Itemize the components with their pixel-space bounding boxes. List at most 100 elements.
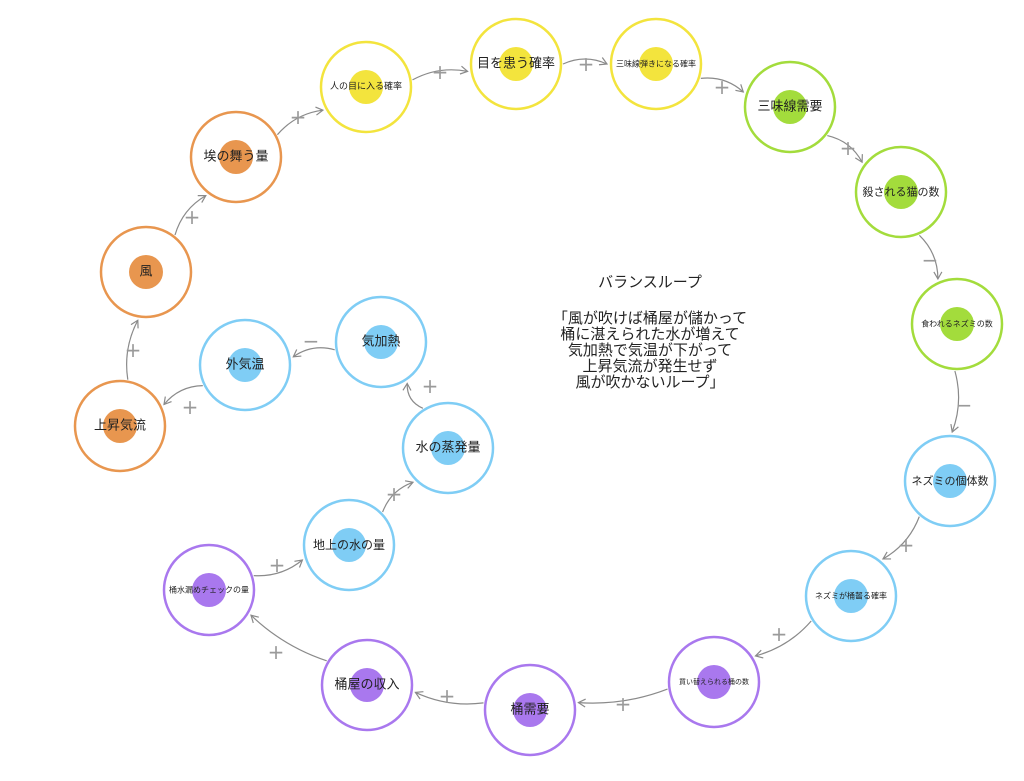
edge-sign: + — [578, 52, 595, 76]
edge-mice-eaten-to-mice-count — [950, 370, 960, 434]
node-label: 目を患う確率 — [477, 56, 555, 72]
node-mice-eaten[interactable]: 食われるネズミの数 — [910, 277, 1004, 371]
node-barrels-replaced[interactable]: 買い替えられる桶の数 — [667, 635, 761, 729]
node-cats-killed[interactable]: 殺される猫の数 — [854, 145, 948, 239]
node-label: 地上の水の量 — [313, 538, 385, 552]
edge-cats-killed-to-mice-eaten — [918, 234, 943, 281]
edge-shamisen-demand-to-cats-killed — [827, 135, 863, 164]
edge-sign: + — [269, 553, 286, 577]
edge-sign: + — [432, 60, 449, 84]
edge-wind-to-dust — [174, 194, 207, 236]
node-label: ネズミの個体数 — [912, 474, 989, 488]
node-label: 水の蒸発量 — [415, 441, 480, 456]
node-label: 風 — [139, 265, 152, 280]
node-core — [103, 409, 137, 443]
node-label: 桶水漏めチェックの量 — [169, 585, 249, 595]
node-barrel-demand[interactable]: 桶需要 — [483, 663, 577, 757]
loop-description: バランスループ 「風が吹けば桶屋が儲かって 桶に湛えられた水が増えて 気加熱で気… — [530, 274, 770, 390]
loop-body: 「風が吹けば桶屋が儲かって 桶に湛えられた水が増えて 気加熱で気温が下がって 上… — [552, 309, 748, 391]
nodes-layer: 風 埃の舞う量 人の目に入る確率 目を患う確率 三味線弾きになる確率 三味線需要殺される猫… — [73, 17, 1004, 757]
edge-shamisen-player-to-shamisen-demand — [700, 77, 745, 93]
node-core — [940, 307, 974, 341]
edge-sign: + — [182, 395, 199, 419]
node-core — [513, 693, 547, 727]
node-core — [350, 668, 384, 702]
edge-sign: − — [303, 329, 320, 353]
node-core — [332, 528, 366, 562]
edge-mice-gnaw-to-barrels-replaced — [754, 620, 812, 659]
edge-ground-water-to-evaporation — [382, 480, 415, 513]
edge-eye-to-eye-disease — [412, 65, 469, 81]
node-label: 三味線弾きになる確率 — [616, 59, 696, 69]
node-barrel-check[interactable]: 桶水漏めチェックの量 — [162, 543, 256, 637]
node-temperature[interactable]: 外気温 — [198, 318, 292, 412]
node-core — [499, 47, 533, 81]
edge-sign: + — [771, 622, 788, 646]
edge-sign: + — [898, 533, 915, 557]
edge-sign: + — [422, 374, 439, 398]
edge-sign: + — [439, 684, 456, 708]
edge-barrels-replaced-to-barrel-demand — [577, 688, 668, 708]
node-core — [129, 255, 163, 289]
node-wind[interactable]: 風 — [99, 225, 193, 319]
node-core — [219, 140, 253, 174]
node-cooper-income[interactable]: 桶屋の収入 — [320, 638, 414, 732]
node-core — [697, 665, 731, 699]
node-label: 殺される猫の数 — [863, 185, 940, 199]
node-heat-loss[interactable]: 気加熱 — [334, 295, 428, 389]
node-core — [933, 464, 967, 498]
edge-sign: + — [184, 205, 201, 229]
node-label: 埃の舞う量 — [203, 150, 268, 165]
edge-sign: + — [714, 75, 731, 99]
node-label: 上昇気流 — [94, 418, 146, 434]
edge-cooper-income-to-barrel-check — [250, 614, 327, 662]
node-label: 買い替えられる桶の数 — [679, 677, 749, 686]
edge-heat-loss-to-temperature — [292, 347, 335, 358]
node-eye-disease[interactable]: 目を患う確率 — [469, 17, 563, 111]
edges-layer: + + + + + + − − + + + + + + + + − + + — [125, 52, 973, 716]
node-label: ネズミが桶齧る確率 — [815, 591, 887, 601]
node-core — [228, 348, 262, 382]
node-mice-gnaw[interactable]: ネズミが桶齧る確率 — [804, 549, 898, 643]
node-label: 気加熱 — [361, 334, 400, 350]
node-core — [834, 579, 868, 613]
edge-temperature-to-updraft — [163, 385, 203, 406]
edge-barrel-demand-to-cooper-income — [414, 691, 484, 705]
node-label: 外気温 — [225, 357, 264, 373]
node-dust[interactable]: 埃の舞う量 — [189, 110, 283, 204]
edge-barrel-check-to-ground-water — [253, 559, 304, 577]
edge-eye-disease-to-shamisen-player — [562, 57, 609, 66]
edge-sign: + — [386, 482, 403, 506]
node-core — [349, 70, 383, 104]
node-eye[interactable]: 人の目に入る確率 — [319, 40, 413, 134]
edge-updraft-to-wind — [126, 319, 139, 380]
node-ground-water[interactable]: 地上の水の量 — [302, 498, 396, 592]
edge-sign: + — [840, 136, 857, 160]
node-core — [773, 90, 807, 124]
node-label: 人の目に入る確率 — [330, 80, 402, 92]
node-core — [639, 47, 673, 81]
node-shamisen-demand[interactable]: 三味線需要 — [743, 60, 837, 154]
node-label: 桶屋の収入 — [334, 678, 399, 693]
edge-dust-to-eye — [276, 106, 325, 136]
edge-sign: − — [922, 248, 939, 272]
edge-evaporation-to-heat-loss — [402, 382, 424, 409]
node-core — [884, 175, 918, 209]
node-evaporation[interactable]: 水の蒸発量 — [401, 401, 495, 495]
edge-mice-count-to-mice-gnaw — [881, 516, 920, 560]
node-shamisen-player[interactable]: 三味線弾きになる確率 — [609, 17, 703, 111]
node-core — [192, 573, 226, 607]
edge-sign: + — [125, 338, 142, 362]
edge-sign: + — [615, 692, 632, 716]
edge-sign: + — [290, 105, 307, 129]
node-core — [431, 431, 465, 465]
loop-title: バランスループ — [598, 273, 702, 291]
edge-sign: − — [956, 393, 973, 417]
edge-sign: + — [268, 640, 285, 664]
node-mice-count[interactable]: ネズミの個体数 — [903, 434, 997, 528]
node-core — [364, 325, 398, 359]
node-label: 桶需要 — [510, 703, 549, 718]
node-label: 食われるネズミの数 — [921, 319, 993, 329]
node-updraft[interactable]: 上昇気流 — [73, 379, 167, 473]
